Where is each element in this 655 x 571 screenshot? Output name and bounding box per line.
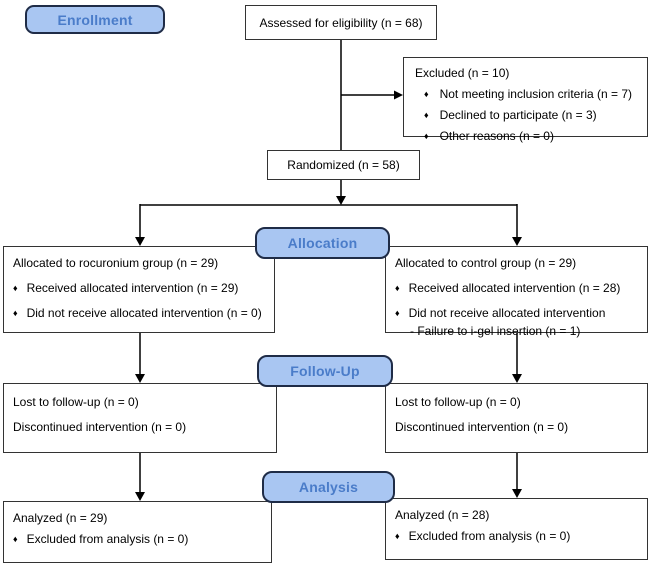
allocation-right-subitem: - Failure to i-gel insertion (n = 1): [410, 324, 581, 338]
randomized-box: Randomized (n = 58): [267, 150, 420, 180]
allocation-left-item-text: Received allocated intervention (n = 29): [26, 281, 239, 295]
followup-right-line: Lost to follow-up (n = 0): [395, 395, 521, 409]
arrow-to-allocation-right: [512, 204, 522, 246]
arrow-to-followup-left: [135, 333, 145, 383]
excluded-item: ♦ Not meeting inclusion criteria (n = 7): [415, 84, 643, 105]
allocation-right-item: ♦ Received allocated intervention (n = 2…: [395, 279, 643, 298]
followup-left-line: Discontinued intervention (n = 0): [13, 420, 187, 434]
allocation-phase-label: Allocation: [287, 235, 358, 251]
diamond-bullet-icon: ♦: [395, 283, 400, 293]
randomized-text: Randomized (n = 58): [287, 158, 400, 172]
analysis-rocuronium-box: Analyzed (n = 29) ♦ Excluded from analys…: [3, 501, 272, 563]
diamond-bullet-icon: ♦: [395, 308, 400, 318]
followup-left-line: Lost to follow-up (n = 0): [13, 395, 139, 409]
allocation-right-item-text: Received allocated intervention (n = 28): [408, 281, 621, 295]
allocation-rocuronium-box: Allocated to rocuronium group (n = 29) ♦…: [3, 246, 275, 333]
diamond-bullet-icon: ♦: [13, 534, 18, 544]
excluded-box: Excluded (n = 10) ♦ Not meeting inclusio…: [403, 57, 648, 143]
allocation-right-title: Allocated to control group (n = 29): [395, 256, 577, 270]
analysis-phase-badge: Analysis: [262, 471, 395, 503]
arrow-to-allocation-left: [135, 204, 145, 246]
allocation-left-item: ♦ Did not receive allocated intervention…: [13, 304, 270, 323]
arrow-to-followup-right: [512, 333, 522, 383]
assessed-eligibility-box: Assessed for eligibility (n = 68): [245, 5, 437, 40]
diamond-bullet-icon: ♦: [13, 308, 18, 318]
arrow-randomized-to-branch: [336, 180, 346, 205]
analysis-control-box: Analyzed (n = 28) ♦ Excluded from analys…: [385, 498, 648, 560]
followup-rocuronium-box: Lost to follow-up (n = 0) Discontinued i…: [3, 383, 277, 453]
allocation-left-title: Allocated to rocuronium group (n = 29): [13, 256, 219, 270]
excluded-item-text: Other reasons (n = 0): [439, 129, 554, 143]
followup-control-box: Lost to follow-up (n = 0) Discontinued i…: [385, 383, 648, 453]
excluded-title: Excluded (n = 10): [415, 66, 510, 80]
enrollment-phase-badge: Enrollment: [25, 5, 165, 34]
analysis-right-item-text: Excluded from analysis (n = 0): [408, 529, 571, 543]
excluded-item-text: Declined to participate (n = 3): [439, 108, 597, 122]
allocation-left-item: ♦ Received allocated intervention (n = 2…: [13, 279, 270, 298]
analysis-left-title: Analyzed (n = 29): [13, 511, 108, 525]
diamond-bullet-icon: ♦: [424, 89, 429, 99]
analysis-left-item-text: Excluded from analysis (n = 0): [26, 532, 189, 546]
allocation-right-item: ♦ Did not receive allocated intervention: [395, 304, 643, 323]
analysis-phase-label: Analysis: [298, 479, 359, 495]
diamond-bullet-icon: ♦: [13, 283, 18, 293]
diamond-bullet-icon: ♦: [395, 531, 400, 541]
followup-phase-label: Follow-Up: [290, 363, 360, 379]
diamond-bullet-icon: ♦: [424, 131, 429, 141]
allocation-left-item-text: Did not receive allocated intervention (…: [26, 306, 262, 320]
excluded-item: ♦ Other reasons (n = 0): [415, 126, 643, 147]
arrow-to-analysis-left: [135, 453, 145, 501]
analysis-right-title: Analyzed (n = 28): [395, 508, 490, 522]
allocation-control-box: Allocated to control group (n = 29) ♦ Re…: [385, 246, 648, 338]
excluded-item: ♦ Declined to participate (n = 3): [415, 105, 643, 126]
enrollment-phase-label: Enrollment: [57, 11, 133, 28]
allocation-right-item-text: Did not receive allocated intervention: [408, 306, 606, 320]
analysis-right-item: ♦ Excluded from analysis (n = 0): [395, 527, 643, 546]
allocation-phase-badge: Allocation: [255, 227, 390, 259]
followup-phase-badge: Follow-Up: [257, 355, 393, 387]
excluded-item-text: Not meeting inclusion criteria (n = 7): [439, 87, 633, 101]
diamond-bullet-icon: ♦: [424, 110, 429, 120]
arrow-to-excluded: [341, 90, 403, 100]
analysis-left-item: ♦ Excluded from analysis (n = 0): [13, 530, 267, 549]
followup-right-line: Discontinued intervention (n = 0): [395, 420, 569, 434]
arrow-to-analysis-right: [512, 453, 522, 498]
assessed-eligibility-text: Assessed for eligibility (n = 68): [259, 15, 423, 30]
